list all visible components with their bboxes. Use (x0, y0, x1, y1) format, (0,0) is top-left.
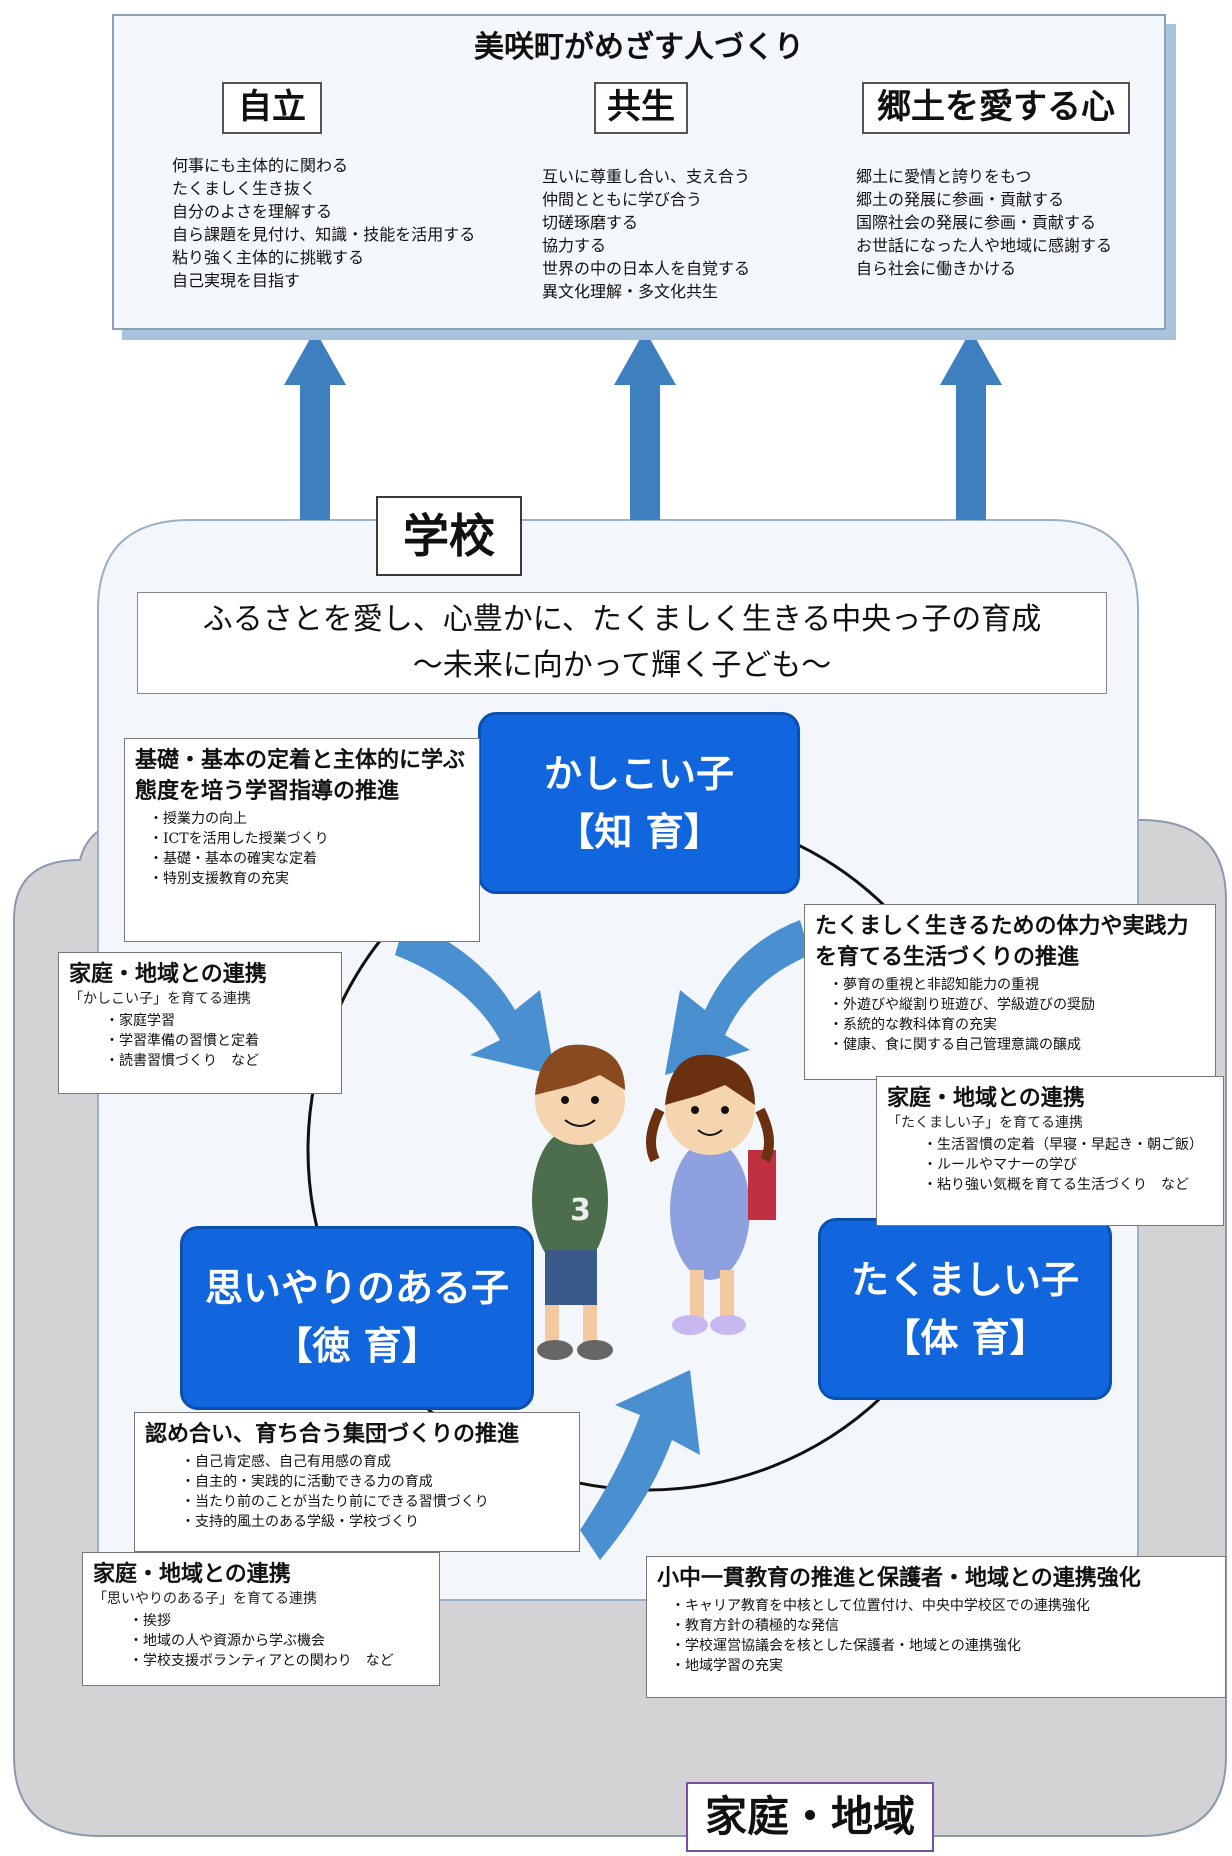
list-item: 切磋琢磨する (542, 213, 639, 232)
group-list: 自己肯定感、自己有用感の育成 自主的・実践的に活動できる力の育成 当たり前のこと… (145, 1452, 569, 1532)
list-item: たくましく生き抜く (172, 179, 317, 198)
fitness-box: たくましく生きるための体力や実践力を育てる生活づくりの推進 夢育の重視と非認知能… (804, 904, 1216, 1080)
pillar-kind-sub: 【徳 育】 (274, 1324, 440, 1368)
list-item: 郷土に愛情と誇りをもつ (856, 167, 1032, 186)
list-item: 当たり前のことが当たり前にできる習慣づくり (181, 1492, 569, 1512)
pillar-kind: 思いやりのある子 【徳 育】 (180, 1226, 534, 1410)
list-item: 読書習慣づくり など (105, 1051, 331, 1071)
learning-title: 基礎・基本の定着と主体的に学ぶ態度を培う学習指導の推進 (135, 748, 466, 804)
pillar-wise: かしこい子 【知 育】 (478, 712, 800, 894)
home-wise-title: 家庭・地域との連携 (69, 962, 267, 987)
group-title: 認め合い、育ち合う集団づくりの推進 (145, 1422, 520, 1447)
home-kind-box: 家庭・地域との連携 「思いやりのある子」を育てる連携 挨拶 地域の人や資源から学… (82, 1552, 440, 1686)
list-item: 地域の人や資源から学ぶ機会 (129, 1631, 429, 1651)
svg-text:3: 3 (570, 1193, 591, 1228)
value-head-coexistence: 共生 (594, 82, 688, 134)
list-item: キャリア教育を中核として位置付け、中央中学校区での連携強化 (671, 1596, 1215, 1616)
home-wise-sub: 「かしこい子」を育てる連携 (69, 991, 251, 1007)
up-arrows (284, 330, 1002, 520)
list-item: 自己肯定感、自己有用感の育成 (181, 1452, 569, 1472)
list-item: ルールやマナーの学び (923, 1155, 1213, 1175)
list-item: 支持的風土のある学級・学校づくり (181, 1512, 569, 1532)
pillar-strong: たくましい子 【体 育】 (818, 1218, 1112, 1400)
home-strong-sub: 「たくましい子」を育てる連携 (887, 1115, 1083, 1131)
list-item: 特別支援教育の充実 (149, 869, 469, 889)
home-wise-box: 家庭・地域との連携 「かしこい子」を育てる連携 家庭学習 学習準備の習慣と定着 … (58, 952, 342, 1094)
value-head-independence: 自立 (222, 82, 322, 134)
list-item: 異文化理解・多文化共生 (542, 282, 719, 301)
list-item: 地域学習の充実 (671, 1656, 1215, 1676)
inward-arrows (395, 920, 810, 1560)
list-item: 挨拶 (129, 1611, 429, 1631)
home-label: 家庭・地域 (686, 1782, 934, 1852)
list-item: 健康、食に関する自己管理意識の醸成 (829, 1035, 1205, 1055)
fitness-list: 夢育の重視と非認知能力の重視 外遊びや縦割り班遊び、学級遊びの奨励 系統的な教科… (815, 975, 1205, 1055)
home-kind-list: 挨拶 地域の人や資源から学ぶ機会 学校支援ボランティアとの関わり など (93, 1611, 429, 1671)
list-item: 世界の中の日本人を自覚する (542, 259, 751, 278)
fitness-title: たくましく生きるための体力や実践力を育てる生活づくりの推進 (815, 914, 1189, 970)
home-strong-box: 家庭・地域との連携 「たくましい子」を育てる連携 生活習慣の定着（早寝・早起き・… (876, 1076, 1224, 1226)
list-item: 自ら課題を見付け、知識・技能を活用する (172, 225, 476, 244)
pillar-wise-name: かしこい子 (543, 752, 734, 796)
list-item: 粘り強い気概を育てる生活づくり など (923, 1175, 1213, 1195)
pillar-strong-name: たくましい子 (850, 1258, 1079, 1302)
list-item: 学校運営協議会を核とした保護者・地域との連携強化 (671, 1636, 1215, 1656)
learning-box: 基礎・基本の定着と主体的に学ぶ態度を培う学習指導の推進 授業力の向上 ICTを活… (124, 738, 480, 942)
list-item: 系統的な教科体育の充実 (829, 1015, 1205, 1035)
children-illustration: 3 (532, 1044, 776, 1360)
list-item: 粘り強く主体的に挑戦する (172, 248, 365, 267)
list-item: 仲間とともに学び合う (542, 190, 703, 209)
list-item: 教育方針の積極的な発信 (671, 1616, 1215, 1636)
list-item: 郷土の発展に参画・貢献する (856, 190, 1065, 209)
home-wise-list: 家庭学習 学習準備の習慣と定着 読書習慣づくり など (69, 1011, 331, 1071)
school-label: 学校 (376, 496, 522, 576)
cooperation-list: キャリア教育を中核として位置付け、中央中学校区での連携強化 教育方針の積極的な発… (657, 1596, 1215, 1676)
list-item: 学習準備の習慣と定着 (105, 1031, 331, 1051)
vision-panel (112, 14, 1166, 330)
list-item: 基礎・基本の確実な定着 (149, 849, 469, 869)
home-kind-title: 家庭・地域との連携 (93, 1562, 291, 1587)
list-item: 外遊びや縦割り班遊び、学級遊びの奨励 (829, 995, 1205, 1015)
cooperation-title: 小中一貫教育の推進と保護者・地域との連携強化 (657, 1566, 1141, 1591)
home-strong-title: 家庭・地域との連携 (887, 1086, 1085, 1111)
school-goal-line2: ～未来に向かって輝く子ども～ (412, 648, 832, 683)
pillar-strong-sub: 【体 育】 (882, 1316, 1048, 1360)
school-goal: ふるさとを愛し、心豊かに、たくましく生きる中央っ子の育成 ～未来に向かって輝く子… (137, 592, 1107, 694)
list-item: 協力する (542, 236, 607, 255)
learning-list: 授業力の向上 ICTを活用した授業づくり 基礎・基本の確実な定着 特別支援教育の… (135, 809, 469, 889)
home-kind-sub: 「思いやりのある子」を育てる連携 (93, 1591, 317, 1607)
list-item: 家庭学習 (105, 1011, 331, 1031)
group-box: 認め合い、育ち合う集団づくりの推進 自己肯定感、自己有用感の育成 自主的・実践的… (134, 1412, 580, 1552)
list-item: 自分のよさを理解する (172, 202, 333, 221)
list-item: 何事にも主体的に関わる (172, 156, 349, 175)
value-list-coexistence: 互いに尊重し合い、支え合う 仲間とともに学び合う 切磋琢磨する 協力する 世界の… (542, 165, 832, 303)
list-item: 学校支援ボランティアとの関わり など (129, 1651, 429, 1671)
list-item: 夢育の重視と非認知能力の重視 (829, 975, 1205, 995)
list-item: お世話になった人や地域に感謝する (856, 236, 1113, 255)
list-item: 生活習慣の定着（早寝・早起き・朝ご飯） (923, 1135, 1213, 1155)
value-head-hometown: 郷土を愛する心 (862, 82, 1130, 134)
pillar-wise-sub: 【知 育】 (556, 810, 722, 854)
list-item: 授業力の向上 (149, 809, 469, 829)
list-item: ICTを活用した授業づくり (149, 829, 469, 849)
home-strong-list: 生活習慣の定着（早寝・早起き・朝ご飯） ルールやマナーの学び 粘り強い気概を育て… (887, 1135, 1213, 1195)
value-list-hometown: 郷土に愛情と誇りをもつ 郷土の発展に参画・貢献する 国際社会の発展に参画・貢献す… (856, 165, 1156, 280)
list-item: 自主的・実践的に活動できる力の育成 (181, 1472, 569, 1492)
list-item: 国際社会の発展に参画・貢献する (856, 213, 1097, 232)
cooperation-box: 小中一貫教育の推進と保護者・地域との連携強化 キャリア教育を中核として位置付け、… (646, 1556, 1226, 1698)
list-item: 自己実現を目指す (172, 271, 301, 290)
list-item: 自ら社会に働きかける (856, 259, 1017, 278)
vision-title: 美咲町がめざす人づくり (474, 30, 804, 65)
value-list-independence: 何事にも主体的に関わる たくましく生き抜く 自分のよさを理解する 自ら課題を見付… (172, 154, 502, 292)
list-item: 互いに尊重し合い、支え合う (542, 167, 751, 186)
pillar-kind-name: 思いやりのある子 (204, 1266, 509, 1310)
school-goal-line1: ふるさとを愛し、心豊かに、たくましく生きる中央っ子の育成 (202, 602, 1042, 637)
